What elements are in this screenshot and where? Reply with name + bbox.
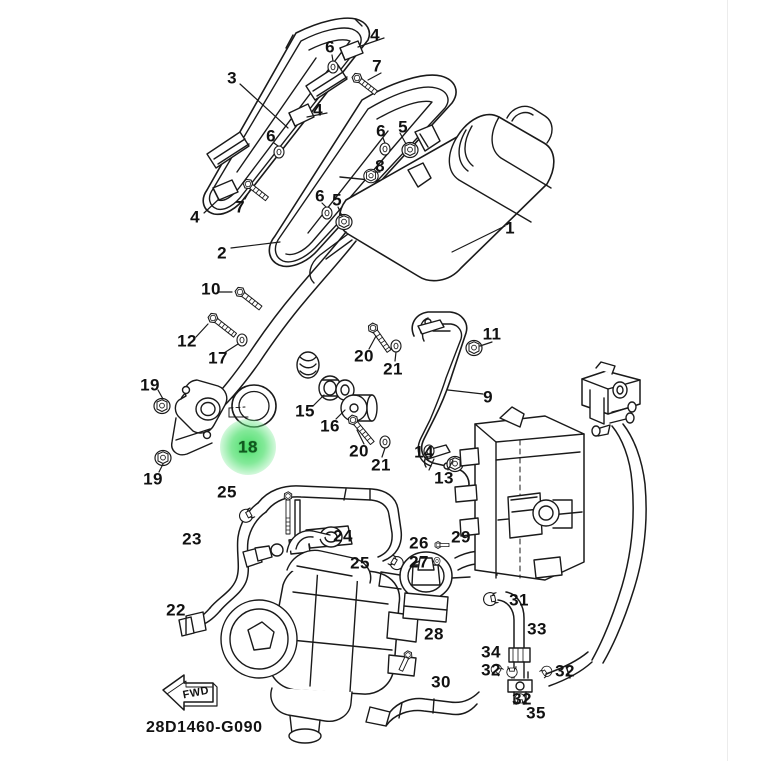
callout-number-19: 19 [143, 469, 163, 489]
callout-number-5: 5 [398, 117, 408, 137]
callout-number-17: 17 [208, 348, 228, 368]
callout-number-35: 35 [526, 703, 546, 723]
callout-number-33: 33 [527, 619, 547, 639]
callout-number-15: 15 [295, 401, 315, 421]
muffler-bracket-tab [407, 124, 441, 188]
callout-number-6: 6 [315, 186, 325, 206]
callout-number-2: 2 [217, 243, 227, 263]
part-number-label: 28D1460-G090 [146, 719, 263, 736]
callout-number-16: 16 [320, 416, 340, 436]
page-edge-line [727, 0, 728, 761]
exhaust-gasket-ring [231, 384, 277, 428]
fwd-arrow-marker [162, 674, 218, 711]
leader-lines [157, 37, 506, 473]
bolt-set [205, 70, 392, 446]
air-cut-off-valve [378, 541, 471, 623]
callout-number-1: 1 [505, 218, 515, 238]
callout-number-23: 23 [182, 529, 202, 549]
callout-number-34: 34 [481, 642, 501, 662]
callout-number-31: 31 [509, 590, 529, 610]
hose-33 [481, 590, 531, 679]
callout-number-6: 6 [325, 37, 335, 57]
callout-number-8: 8 [375, 156, 385, 176]
callout-number-4: 4 [370, 25, 380, 45]
callout-number-25: 25 [350, 553, 370, 573]
engine-block [220, 530, 419, 744]
callout-number-6: 6 [266, 126, 276, 146]
upper-right-bracket [581, 361, 641, 425]
callout-number-7: 7 [235, 197, 245, 217]
callout-number-9: 9 [483, 387, 493, 407]
shield-sleeve-left [206, 131, 250, 169]
callout-number-32: 32 [512, 689, 532, 709]
callout-number-12: 12 [177, 331, 197, 351]
callout-number-4: 4 [190, 207, 200, 227]
callout-number-30: 30 [431, 672, 451, 692]
callout-number-6: 6 [376, 121, 386, 141]
muffler-body [309, 105, 555, 284]
callout-number-14: 14 [414, 442, 434, 462]
right-long-hose [591, 423, 647, 664]
callout-number-10: 10 [201, 279, 221, 299]
hose-right-32 [545, 651, 593, 687]
air-box-frame [454, 406, 585, 581]
callout-number-21: 21 [371, 455, 391, 475]
callout-number-32: 32 [481, 660, 501, 680]
callout-number-highlighted: 18 [238, 437, 258, 457]
callout-number-20: 20 [354, 346, 374, 366]
callout-number-24: 24 [333, 526, 353, 546]
callout-number-13: 13 [434, 468, 454, 488]
callout-number-22: 22 [166, 600, 186, 620]
callout-number-26: 26 [409, 533, 429, 553]
air-induction-hose-assembly [178, 485, 407, 637]
pivot-collar-assembly [318, 375, 378, 422]
callout-number-20: 20 [349, 441, 369, 461]
callout-number-28: 28 [424, 624, 444, 644]
callout-number-5: 5 [332, 190, 342, 210]
callout-number-7: 7 [372, 56, 382, 76]
long-bolt-vertical [285, 499, 291, 535]
hose-30 [365, 691, 480, 727]
shield-sleeve-upper [305, 64, 348, 101]
callout-number-21: 21 [383, 359, 403, 379]
callout-number-11: 11 [482, 324, 502, 344]
three-way-joint [488, 661, 555, 706]
callout-number-4: 4 [313, 100, 323, 120]
callout-number-19: 19 [140, 375, 160, 395]
callout-number-3: 3 [227, 68, 237, 88]
callout-number-29: 29 [451, 527, 471, 547]
shield-collars [212, 40, 364, 201]
exhaust-header-pipe [171, 231, 357, 456]
damper-spring [296, 351, 320, 379]
callout-number-32: 32 [555, 661, 575, 681]
callout-number-27: 27 [409, 552, 429, 572]
callout-number-25: 25 [217, 482, 237, 502]
